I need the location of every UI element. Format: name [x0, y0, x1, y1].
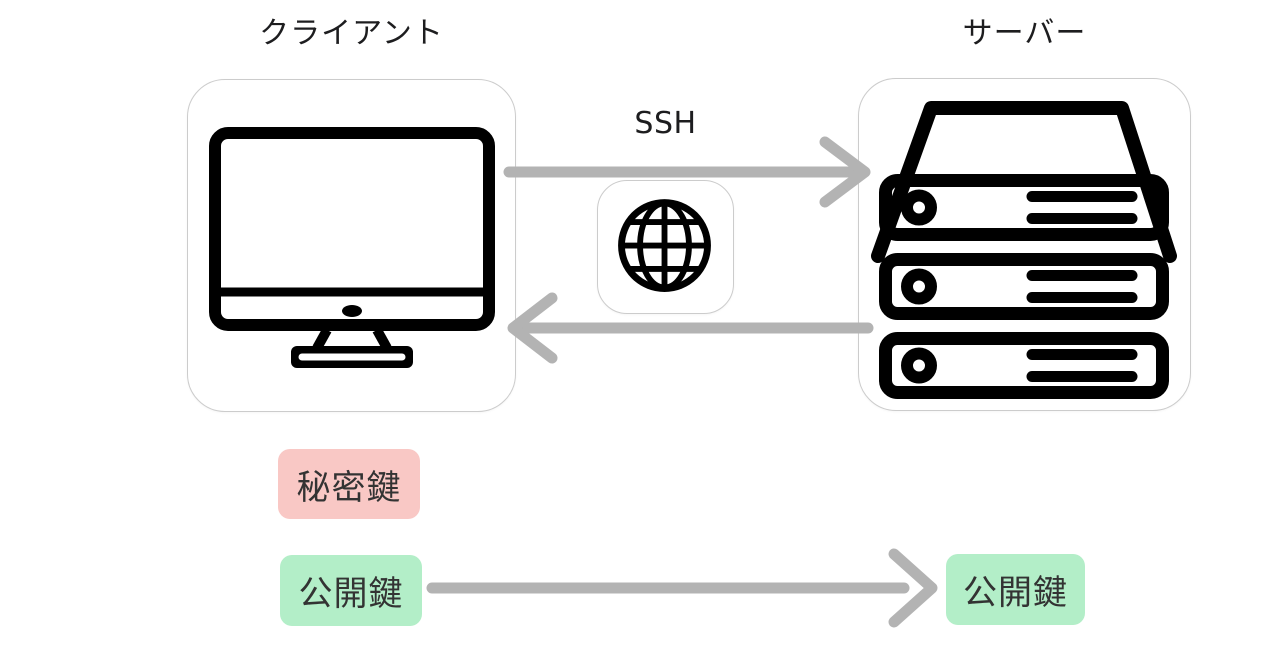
- globe-icon: [618, 199, 711, 292]
- server-title: サーバー: [962, 16, 1087, 51]
- client-node: [187, 79, 516, 412]
- arrow-public-key-transfer-icon: [426, 548, 938, 628]
- public-key-badge-server: 公開鍵: [946, 554, 1085, 625]
- client-title: クライアント: [259, 16, 444, 51]
- protocol-label: SSH: [634, 106, 697, 141]
- public-key-badge-client: 公開鍵: [280, 555, 422, 626]
- arrow-client-to-server-icon: [503, 136, 871, 208]
- monitor-icon: [209, 127, 495, 368]
- network-node: [597, 180, 734, 314]
- private-key-badge: 秘密鍵: [278, 449, 420, 519]
- server-rack-icon: [871, 101, 1177, 399]
- server-node: [858, 78, 1191, 411]
- arrow-server-to-client-icon: [507, 292, 874, 364]
